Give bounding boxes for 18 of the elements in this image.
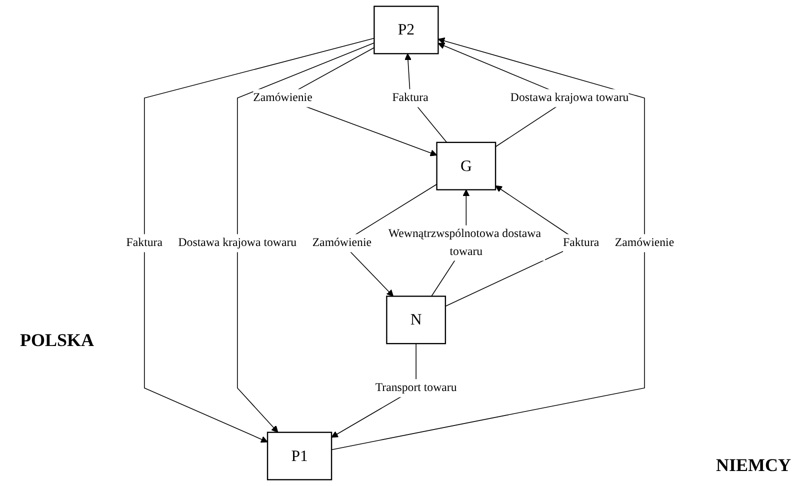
edge-label: Faktura — [126, 236, 163, 250]
node-box: G — [436, 142, 496, 190]
edge-label: Wewnątrzwspólnotowa dostawa towaru — [388, 228, 542, 258]
edge-label: Faktura — [563, 236, 600, 250]
region-label: POLSKA — [20, 330, 94, 351]
edge-label: Zamówienie — [312, 236, 372, 250]
edge-label: Transport towaru — [376, 381, 458, 394]
edge-label: Zamówienie — [253, 92, 313, 104]
edge-label: Zamówienie — [615, 236, 674, 250]
edge-label: Dostawa krajowa towaru — [510, 92, 630, 104]
arrow — [237, 42, 375, 433]
edge-label: Faktura — [392, 92, 429, 104]
arrow — [144, 38, 375, 443]
edge-label: Dostawa krajowa towaru — [178, 236, 297, 250]
node-box: P2 — [374, 6, 440, 54]
node-box: N — [386, 296, 446, 344]
region-label: NIEMCY — [716, 455, 791, 476]
node-box: P1 — [267, 432, 332, 480]
